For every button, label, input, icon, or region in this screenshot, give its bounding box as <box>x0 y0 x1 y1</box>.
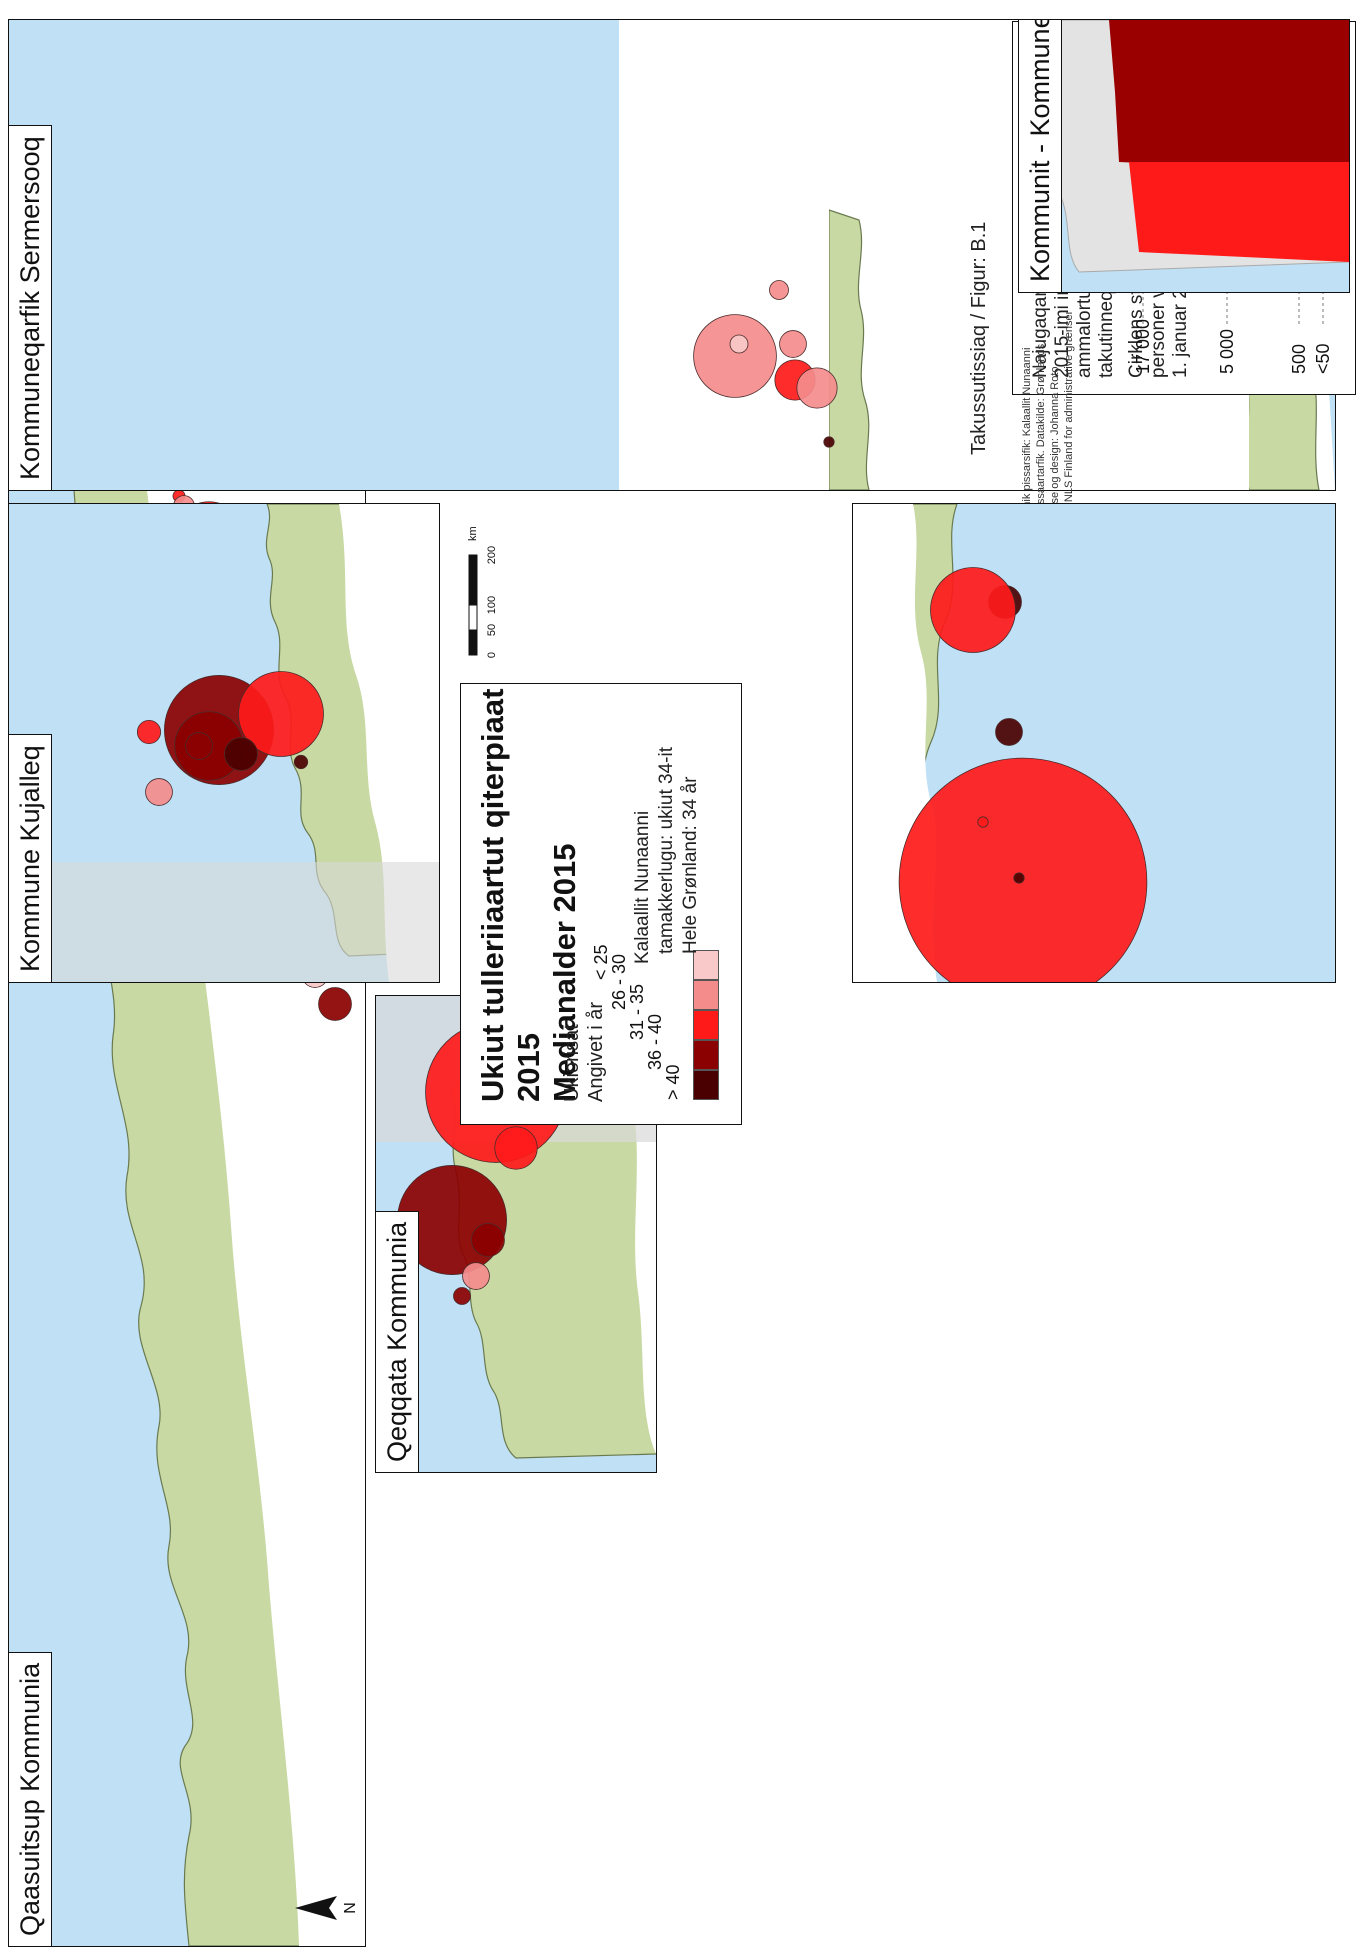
legend-unit-kl: Ukiorisat <box>561 1024 583 1102</box>
ice-cover-south <box>619 20 829 490</box>
sermersooq-east-town-symbol <box>823 436 835 448</box>
legend-note-3: Hele Grønland: 34 år <box>680 776 701 954</box>
legend-swatch-label: 31 - 35 <box>627 983 647 1040</box>
sermersooq-west-coast <box>828 209 870 490</box>
kommune-west <box>1129 162 1349 262</box>
legend-swatch <box>693 1010 719 1040</box>
qeqqata-town-symbol <box>453 1287 471 1305</box>
scale-tick-100: 100 <box>486 596 498 614</box>
north-arrow-icon: N <box>295 1896 359 1920</box>
legend-unit-da: Angivet i år <box>585 1001 607 1102</box>
sermersooq-west-town-symbol <box>1013 872 1025 884</box>
kommuner-map <box>1019 20 1349 292</box>
sermersooq-east-town-symbol <box>779 330 807 358</box>
sermersooq-west-town-symbol <box>977 816 989 828</box>
legend-swatch-label: 26 - 30 <box>609 953 629 1010</box>
kujalleq-town-symbol <box>185 732 213 760</box>
legend-swatch-label: > 40 <box>663 1064 683 1100</box>
kujalleq-town-symbol <box>145 778 173 806</box>
legend-title-kl: Ukiut tulleriiaartut qiterpiaat 2015 <box>475 688 546 1102</box>
size-legend-value: 17 000 <box>1133 319 1153 374</box>
legend-swatch-label: 36 - 40 <box>645 1013 665 1070</box>
sermersooq-west-map <box>853 504 1335 982</box>
panel-sermersooq-west <box>852 503 1336 983</box>
legend-note-1: Kalaallit Nunaanni <box>632 810 653 964</box>
scale-tick-50: 50 <box>486 624 498 636</box>
panel-title-qaasuitsup: Qaasuitsup Kommunia <box>9 1651 52 1946</box>
sermersooq-east-town-symbol <box>796 367 838 409</box>
scale-tick-200: 200 <box>486 546 498 564</box>
qaasuitsup-icesheet <box>101 20 365 1946</box>
qeqqata-town-symbol <box>462 1262 490 1290</box>
sermersooq-east-town-symbol <box>769 280 789 300</box>
size-legend-value: <50 <box>1313 343 1333 374</box>
legend-box: Ukiut tulleriiaartut qiterpiaat 2015 Med… <box>460 683 742 1125</box>
scale-bar-graphic: 0 50 100 200 km <box>467 526 498 658</box>
kujalleq-town-symbol <box>224 737 258 771</box>
scale-tick-0: 0 <box>486 652 498 658</box>
north-arrow-label: N <box>342 1902 359 1914</box>
sermersooq-west-town-symbol <box>898 757 1148 982</box>
kujalleq-town-symbol <box>238 671 324 757</box>
legend-swatch <box>693 1040 719 1070</box>
kujalleq-town-symbol <box>293 754 309 770</box>
legend-note-2: tamakkerlugu: ukiut 34-it <box>656 747 677 954</box>
legend-swatch-label: < 25 <box>591 944 611 980</box>
panel-kujalleq: Kommune Kujalleq <box>8 503 440 983</box>
panel-title-sermersooq: Kommuneqarfik Sermersooq <box>9 125 52 490</box>
panel-title-kommuner: Kommunit - Kommuner <box>1019 19 1062 292</box>
qeqqata-town-symbol <box>494 1126 538 1170</box>
outside-area <box>9 862 439 982</box>
size-legend-value: 500 <box>1289 344 1309 374</box>
kommune-east <box>1109 20 1349 172</box>
sermersooq-east-town-symbol <box>693 314 777 398</box>
panel-title-qeqqata: Qeqqata Kommunia <box>376 1210 419 1472</box>
sermersooq-west-town-symbol <box>995 718 1023 746</box>
legend-swatch <box>693 980 719 1010</box>
scale-bar: 0 50 100 200 km <box>455 505 515 665</box>
panel-title-kujalleq: Kommune Kujalleq <box>9 734 52 982</box>
legend-swatch <box>693 950 719 980</box>
kujalleq-town-symbol <box>136 719 162 745</box>
sermersooq-west-town-symbol <box>930 567 1016 653</box>
qaasuitsup-town-symbol <box>318 987 352 1021</box>
sermersooq-east-town-symbol <box>729 334 749 354</box>
figure-label: Takussutissiaq / Figur: B.1 <box>968 221 990 455</box>
scale-unit: km <box>467 526 479 541</box>
kujalleq-map <box>9 504 439 982</box>
size-legend-value: 5 000 <box>1217 329 1237 374</box>
qeqqata-town-symbol <box>471 1223 505 1257</box>
legend-swatch <box>693 1070 719 1100</box>
kommuner-overview: Kommunit - Kommuner <box>1018 19 1350 293</box>
